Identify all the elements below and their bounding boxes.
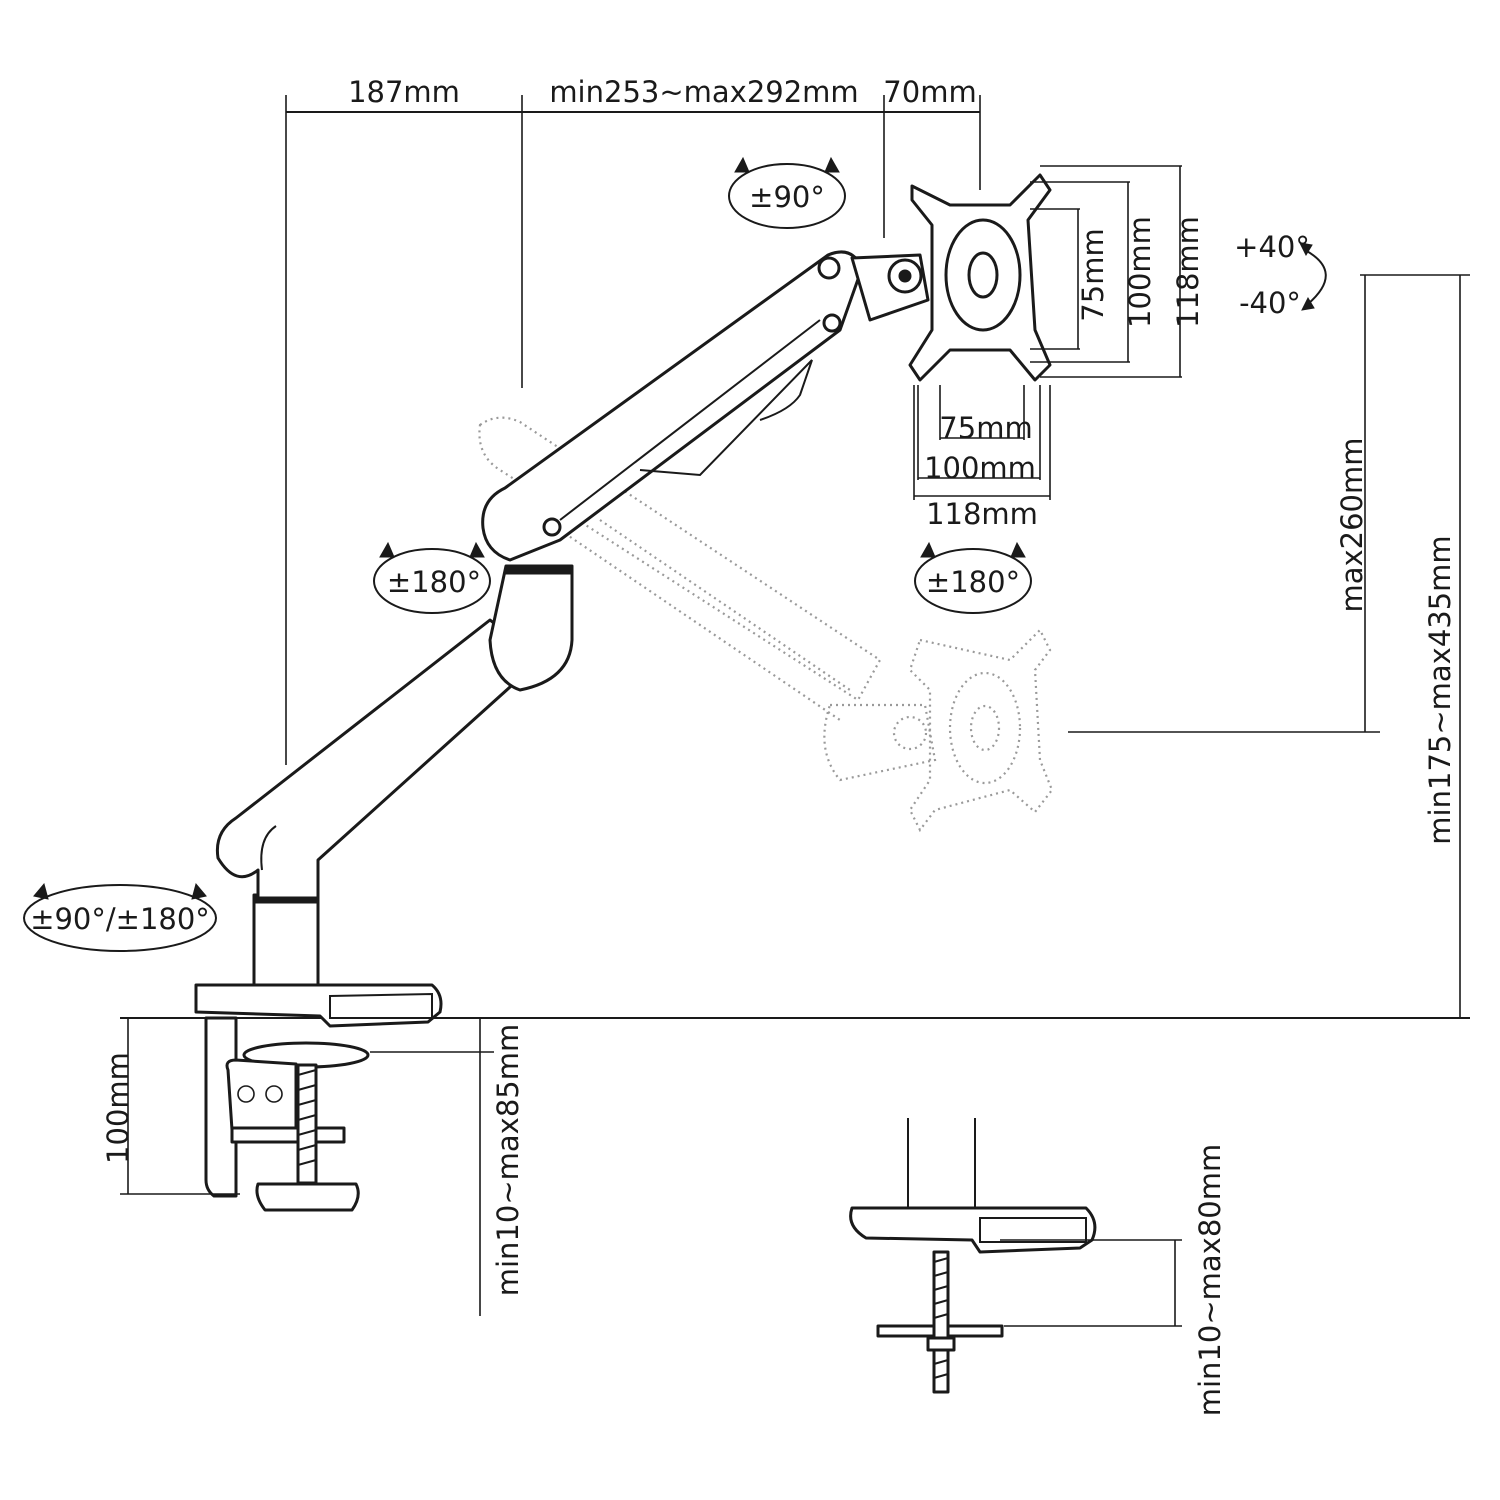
head-offset-label: 70mm [883, 75, 976, 109]
arm-reach-label: min253~max292mm [549, 75, 858, 109]
head-swivel-label: ±180° [926, 565, 1020, 599]
monitor-arm [215, 173, 1052, 987]
base-rotation-label: ±90°/±180° [30, 902, 210, 936]
grommet-dimension-lines [1000, 1239, 1182, 1327]
plate-height-118-label: 118mm [1171, 216, 1205, 328]
head-rotation-indicator [728, 156, 846, 229]
grommet-plate [849, 1206, 1097, 1254]
clamp-dimension-lines [120, 1018, 494, 1316]
head-rotation-label: ±90° [749, 180, 825, 214]
vesa-height-75-label: 75mm [1076, 228, 1110, 321]
c-clamp [194, 983, 443, 1212]
clamp-bracket [230, 1126, 346, 1144]
upper-arm [481, 250, 864, 562]
lowered-arm-outline [478, 416, 1054, 833]
height-dimension-lines [120, 274, 1470, 1019]
base-rotation-indicator [23, 882, 217, 952]
tilt-up-label: +40° [1234, 230, 1310, 264]
clamp-knob [255, 1182, 360, 1212]
vesa-height-100-label: 100mm [1123, 216, 1157, 328]
grommet-mount [849, 1118, 1097, 1394]
head-swivel-indicator [914, 541, 1032, 614]
max-drop-label: max260mm [1335, 437, 1369, 612]
clamp-screw [296, 1063, 318, 1185]
vesa-dimension-lines [913, 165, 1182, 500]
plate-width-118-label: 118mm [926, 497, 1038, 531]
grommet-range-label: min10~max80mm [1193, 1144, 1227, 1416]
base-pole [252, 893, 320, 987]
height-range-label: min175~max435mm [1423, 535, 1457, 844]
lower-arm [215, 618, 542, 900]
clamp-height-label: 100mm [101, 1052, 135, 1164]
tilt-indicator [1299, 242, 1327, 311]
clamp-range-label: min10~max85mm [491, 1024, 525, 1296]
elbow-swivel-label: ±180° [387, 565, 481, 599]
vesa-width-100-label: 100mm [924, 451, 1036, 485]
top-dimension-lines [285, 95, 981, 765]
arm-base-offset-label: 187mm [348, 75, 460, 109]
elbow-joint [488, 564, 574, 692]
tilt-down-label: -40° [1239, 286, 1301, 320]
vesa-width-75-label: 75mm [939, 411, 1032, 445]
elbow-swivel-indicator [373, 541, 491, 614]
